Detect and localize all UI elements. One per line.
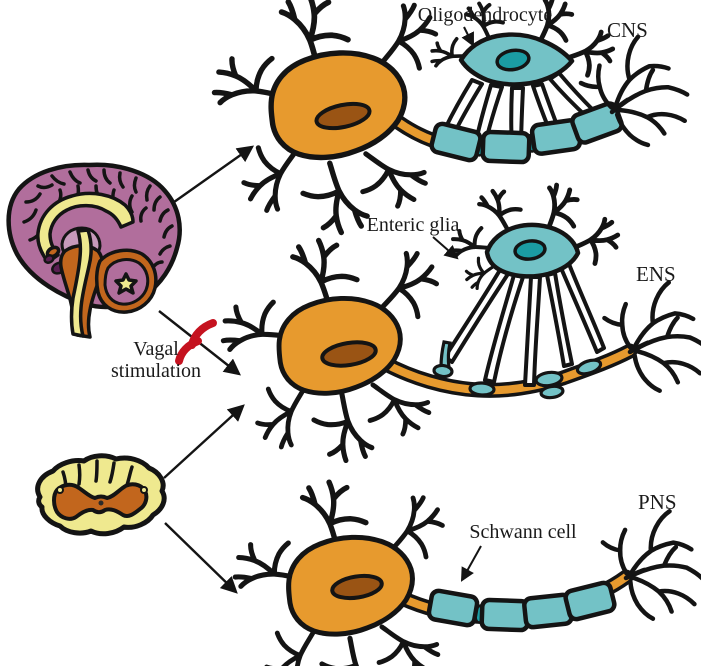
schwann-cell-label: Schwann cell [469, 521, 577, 543]
arrow-spinal-to-pns-neuron [164, 522, 238, 594]
pns-label: PNS [638, 490, 677, 514]
vagal-stimulation-label-line2: stimulation [111, 360, 201, 382]
spinal-central-canal [98, 500, 104, 506]
pns-nucleus [330, 573, 384, 601]
enteric-glia-processes [443, 262, 606, 387]
brain-cerebellum-arbor [114, 272, 138, 295]
pns-neuron [230, 479, 701, 666]
cns-myelin-sheath [429, 101, 624, 165]
oligodendrocyte-nucleus [495, 48, 531, 72]
brain-medulla [69, 228, 93, 338]
pns-myelin-sheath [426, 580, 617, 633]
ens-axon-terminals [601, 278, 701, 399]
enteric-glia-label: Enteric glia [367, 214, 460, 236]
ens-neuron [218, 236, 701, 462]
spinal-cord-illustration [35, 453, 167, 537]
arrow-spinal-to-ens-neuron [163, 404, 245, 479]
ens-glia-contacts [432, 340, 603, 400]
vagal-stimulation-symbol [175, 319, 217, 365]
arrow-brain-to-cns-neuron [166, 145, 255, 208]
cns-neuron [208, 0, 698, 237]
schwann-cell-pointer-arrow [460, 545, 482, 582]
cns-label: CNS [607, 18, 648, 42]
oligodendrocyte-pointer-arrow [461, 26, 474, 47]
ens-nucleus [320, 340, 378, 368]
cns-nucleus [314, 101, 372, 131]
oligodendrocyte-label: Oligodendrocyte [418, 4, 553, 26]
brain-illustration [6, 162, 182, 339]
ens-label: ENS [636, 262, 676, 286]
vagal-stimulation-label-line1: Vagal [133, 338, 179, 360]
enteric-glia-nucleus [513, 239, 547, 261]
enteric-glia-pointer-arrow [432, 236, 459, 260]
enteric-glia-cell [447, 181, 623, 293]
spinal-horn-dot-right [140, 486, 148, 494]
brain-optic-area [43, 254, 55, 264]
oligodendrocyte-cell [427, 0, 617, 87]
spinal-horn-dot-left [56, 486, 64, 494]
spinal-sulci [61, 459, 134, 492]
